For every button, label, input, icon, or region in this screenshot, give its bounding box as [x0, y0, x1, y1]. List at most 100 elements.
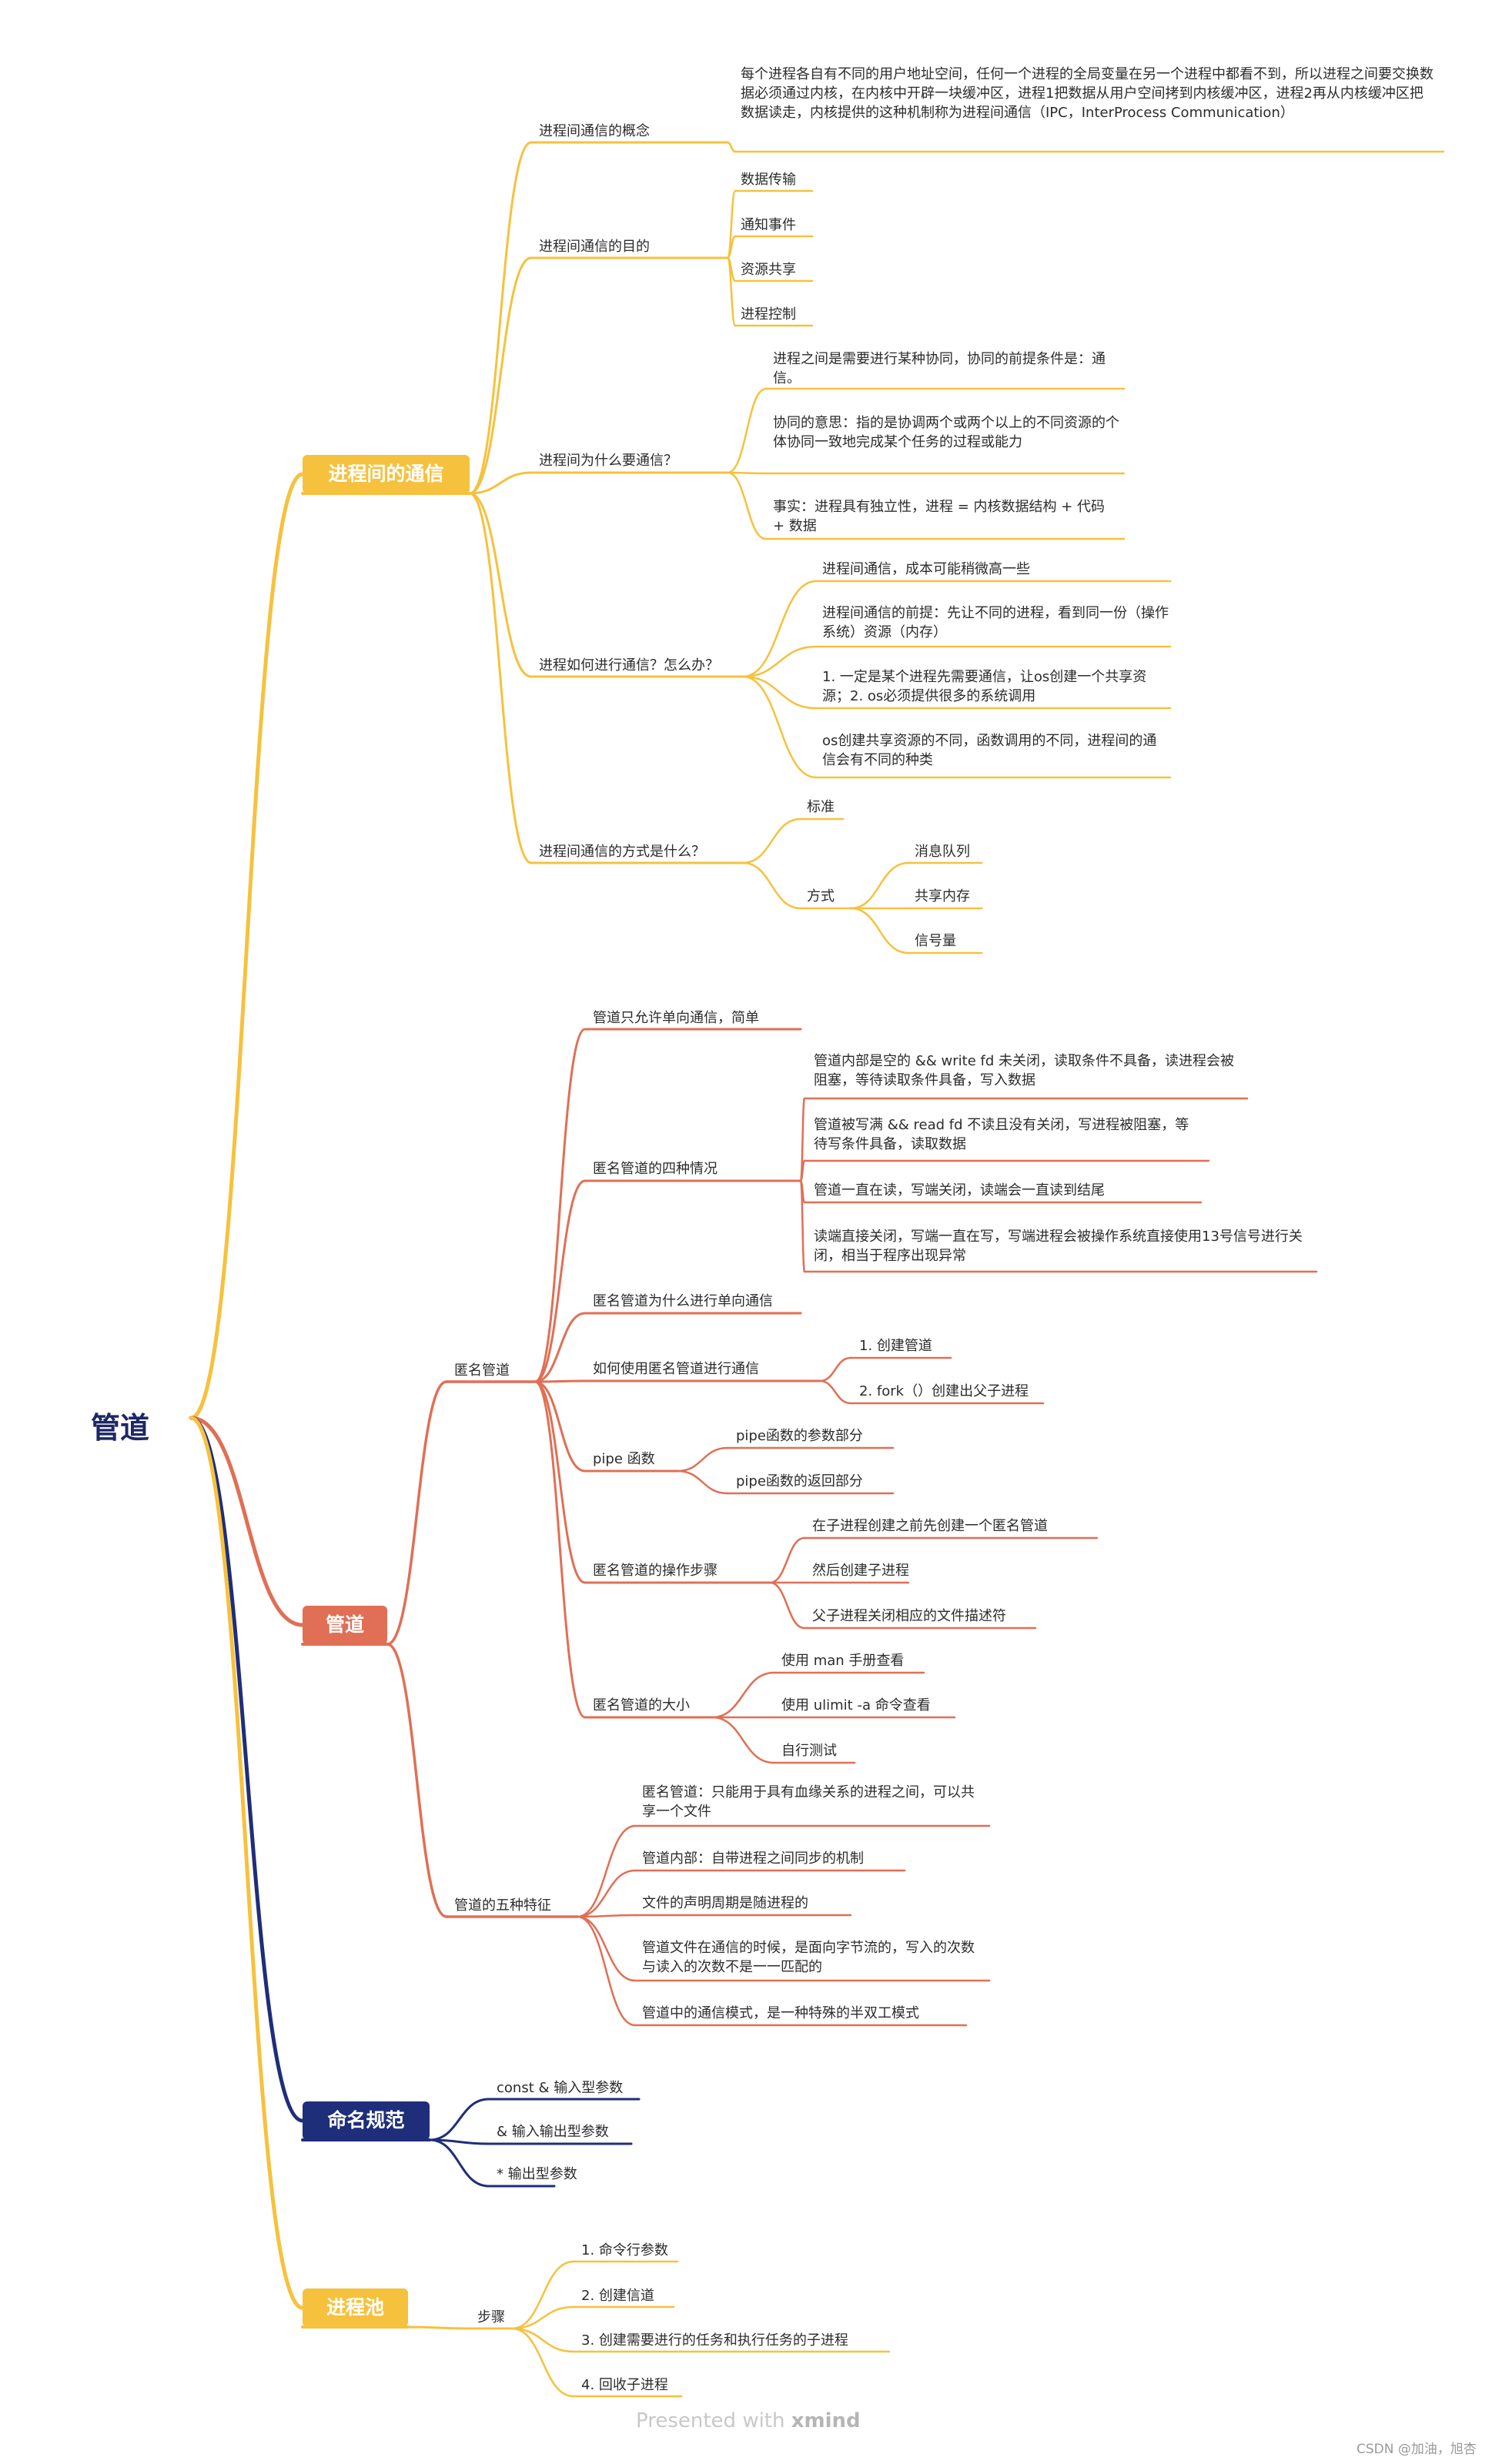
- branch-line: [534, 1179, 587, 1383]
- branch-line: [799, 1179, 806, 1273]
- branch-line: [741, 675, 818, 710]
- pool-step-item: 1. 命令行参数: [581, 2242, 668, 2258]
- branch-line: [189, 472, 305, 1420]
- branch-line: [510, 2305, 575, 2330]
- branch-line: [534, 1380, 587, 1473]
- branch-line: [711, 1716, 775, 1764]
- five-item: 管道文件在通信的时候，是面向字节流的，写入的次数与读入的次数不是一一匹配的: [642, 1940, 975, 1975]
- branch-line: [534, 1028, 587, 1383]
- ipc-purpose-item: 通知事件: [741, 217, 796, 233]
- ipc-ways-method-item: 信号量: [915, 933, 956, 949]
- ipc-why-item: 进程之间是需要进行某种协同，协同的前提条件是：通信。: [773, 351, 1106, 386]
- presented-with-footer: Presented with xmind: [636, 2409, 861, 2432]
- anon-use-label: 如何使用匿名管道进行通信: [593, 1361, 759, 1377]
- anon-pipefn-item: pipe函数的参数部分: [736, 1428, 863, 1444]
- branch-line: [468, 492, 533, 864]
- ipc-purpose-item: 数据传输: [741, 172, 796, 188]
- anon-size-item: 自行测试: [781, 1743, 837, 1759]
- ipc-why-item: 协同的意思：指的是协调两个或两个以上的不同资源的个体协同一致地完成某个任务的过程…: [773, 415, 1119, 450]
- anon-four-item: 管道内部是空的 && write fd 未关闭，读取条件不具备，读进程会被阻塞，…: [814, 1053, 1234, 1088]
- anon-size-item: 使用 ulimit -a 命令查看: [781, 1697, 931, 1713]
- ipc-ways-standard: 标准: [807, 799, 835, 815]
- branch-line: [741, 817, 802, 864]
- five-label: 管道的五种特征: [454, 1897, 551, 1914]
- ipc-how-item: 进程间通信，成本可能稍微高一些: [822, 561, 1030, 577]
- branch-line: [741, 675, 818, 779]
- branch-line: [189, 1416, 305, 2123]
- branch-line: [386, 1643, 448, 1918]
- ipc-how-item: os创建共享资源的不同，函数调用的不同，进程间的通信会有不同的种类: [822, 733, 1157, 768]
- branch-line: [189, 1416, 305, 1627]
- branch-line: [534, 1379, 587, 1383]
- five-item: 管道中的通信模式，是一种特殊的半双工模式: [642, 2005, 919, 2021]
- pool-topic: 进程池: [303, 2288, 408, 2327]
- ipc-how-item: 1. 一定是某个进程先需要通信，让os创建一个共享资源；2. os必须提供很多的…: [822, 669, 1147, 704]
- anon-four-item: 读端直接关闭，写端一直在写，写端进程会被操作系统直接使用13号信号进行关闭，相当…: [814, 1229, 1303, 1264]
- ipc-purpose-item: 进程控制: [741, 306, 796, 323]
- ipc-ways-method-item: 消息队列: [915, 844, 970, 860]
- branch-line: [818, 1356, 852, 1382]
- anon-steps-label: 匿名管道的操作步骤: [593, 1563, 718, 1579]
- anon-four-item: 管道被写满 && read fd 不读且没有关闭，写进程被阻塞，等待写条件具备，…: [814, 1117, 1189, 1152]
- branch-line: [711, 1671, 775, 1719]
- naming-topic: 命名规范: [303, 2101, 430, 2140]
- branch-line: [534, 1380, 587, 1584]
- branch-line: [576, 1824, 637, 1918]
- root-topic: 管道: [91, 1411, 150, 1445]
- ipc-purpose-item: 资源共享: [741, 262, 796, 278]
- branch-line: [428, 2098, 490, 2141]
- branch-line: [726, 387, 768, 474]
- anon-pipe-label: 匿名管道: [454, 1362, 510, 1379]
- anon-steps-item: 然后创建子进程: [812, 1563, 909, 1579]
- anon-steps-item: 父子进程关闭相应的文件描述符: [812, 1608, 1006, 1624]
- naming-item: * 输出型参数: [497, 2166, 577, 2182]
- anon-size-label: 匿名管道的大小: [593, 1697, 690, 1713]
- anon-four-item: 管道一直在读，写端关闭，读端会一直读到结尾: [814, 1182, 1105, 1199]
- ipc-purpose-label: 进程间通信的目的: [539, 239, 650, 255]
- pipe-topic: 管道: [303, 1606, 387, 1644]
- csdn-credit: CSDN @加油，旭杏: [1356, 2442, 1477, 2457]
- anon-use-item: 2. fork（）创建出父子进程: [859, 1383, 1029, 1399]
- branch-line: [726, 471, 768, 540]
- branch-line: [576, 1869, 637, 1918]
- ipc-how-label: 进程如何进行通信？怎么办？: [539, 657, 719, 674]
- anon-pipefn-item: pipe函数的返回部分: [736, 1473, 863, 1489]
- anon-size-item: 使用 man 手册查看: [781, 1653, 905, 1669]
- ipc-how-item: 进程间通信的前提：先让不同的进程，看到同一份（操作系统）资源（内存）: [822, 605, 1169, 640]
- branch-line: [576, 1915, 637, 2027]
- anon-use-item: 1. 创建管道: [859, 1338, 932, 1354]
- branch-line: [741, 580, 818, 678]
- branch-line: [741, 645, 818, 678]
- ipc-topic: 进程间的通信: [303, 455, 470, 493]
- branch-line: [534, 1380, 587, 1719]
- branch-line: [768, 1536, 806, 1584]
- xmind-brand: xmind: [791, 2409, 861, 2432]
- anon-steps-item: 在子进程创建之前先创建一个匿名管道: [812, 1518, 1048, 1534]
- branch-line: [510, 2327, 575, 2398]
- branch-line: [741, 861, 802, 910]
- branch-line: [428, 2138, 490, 2188]
- branch-line: [468, 471, 533, 495]
- pool-steps-label: 步骤: [477, 2309, 505, 2325]
- branch-line: [676, 1446, 729, 1473]
- branch-line: [726, 141, 737, 153]
- ipc-ways-label: 进程间通信的方式是什么？: [539, 844, 705, 860]
- ipc-concept-text: 每个进程各自有不同的用户地址空间，任何一个进程的全局变量在另一个进程中都看不到，…: [741, 66, 1433, 121]
- branch-line: [386, 1380, 448, 1646]
- anon-oneway: 管道只允许单向通信，简单: [593, 1010, 759, 1026]
- anon-whyone: 匿名管道为什么进行单向通信: [593, 1293, 773, 1309]
- branch-line: [468, 492, 533, 678]
- pool-step-item: 2. 创建信道: [581, 2288, 654, 2304]
- pool-step-item: 4. 回收子进程: [581, 2377, 668, 2393]
- five-item: 文件的声明周期是随进程的: [642, 1895, 808, 1911]
- anon-four-label: 匿名管道的四种情况: [593, 1161, 718, 1177]
- branch-line: [768, 1581, 806, 1630]
- branch-line: [818, 1379, 852, 1405]
- ipc-ways-method: 方式: [807, 888, 835, 904]
- presented-text: Presented with: [636, 2409, 785, 2432]
- branch-line: [534, 1312, 587, 1383]
- branch-line: [468, 141, 533, 495]
- branch-line: [849, 907, 910, 955]
- branch-line: [726, 256, 737, 327]
